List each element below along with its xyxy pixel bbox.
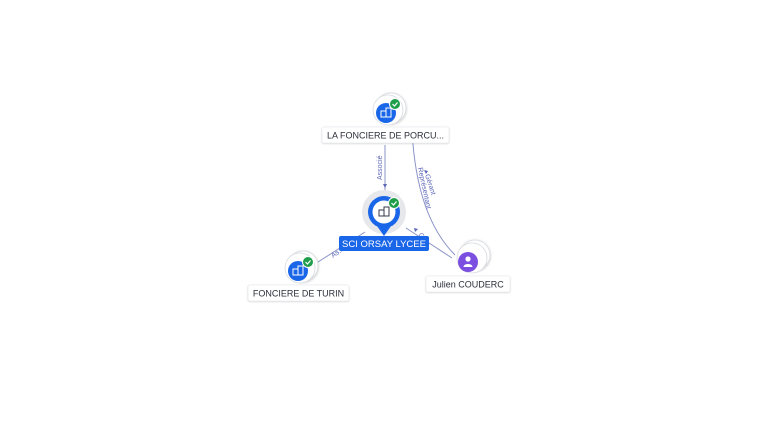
verified-check-icon: [389, 98, 401, 110]
edge-arrow: [383, 184, 387, 188]
company-icon: [380, 107, 392, 118]
person-icon: [463, 256, 473, 267]
node-couderc[interactable]: Julien COUDERC: [425, 239, 511, 293]
node-porcu[interactable]: LA FONCIERE DE PORCU...: [321, 92, 450, 144]
node-label-couderc: Julien COUDERC: [432, 280, 504, 290]
edge-arrow: [424, 170, 428, 174]
company-icon: [378, 206, 390, 217]
person-icon-bg: [458, 252, 478, 272]
node-turin[interactable]: FONCIERE DE TURIN: [247, 250, 350, 302]
verified-check-icon: [302, 256, 314, 268]
node-label-porcu: LA FONCIERE DE PORCU...: [327, 131, 444, 141]
node-main[interactable]: SCI ORSAY LYCEE: [339, 190, 429, 251]
edge-label-associe: Associé: [377, 155, 384, 180]
verified-check-icon: [388, 197, 400, 209]
company-icon: [292, 265, 304, 276]
node-label-turin: FONCIERE DE TURIN: [253, 289, 344, 299]
edge-arrow: [414, 228, 418, 232]
edge-couderc-porcu[interactable]: [411, 129, 456, 256]
node-label-main: SCI ORSAY LYCEE: [342, 239, 426, 250]
